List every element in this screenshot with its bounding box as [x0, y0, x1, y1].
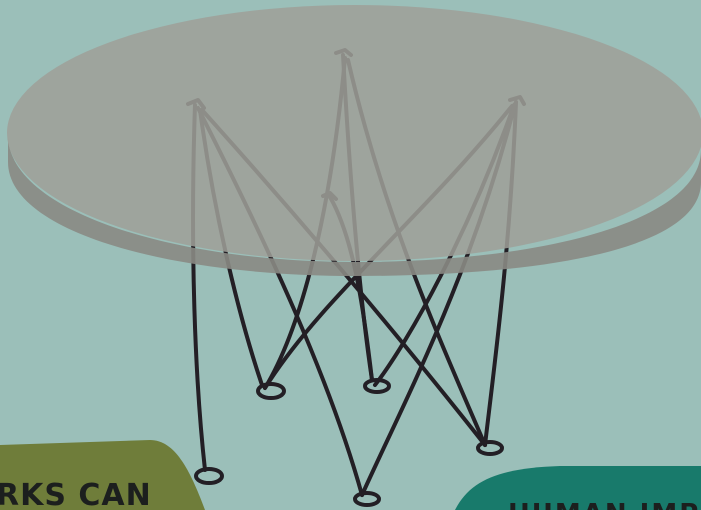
glass-table-top	[7, 5, 701, 276]
right-panel-text: HUMAN IMPA	[508, 499, 701, 510]
wire-foot-loop	[478, 442, 502, 454]
table-top-surface	[7, 5, 701, 261]
wire-foot-loop	[196, 469, 222, 483]
left-panel-text: RKS CAN	[0, 478, 152, 510]
wire-foot-loop	[355, 493, 379, 505]
wire-foot-loop	[365, 380, 389, 392]
wire-foot-loop	[258, 384, 284, 398]
